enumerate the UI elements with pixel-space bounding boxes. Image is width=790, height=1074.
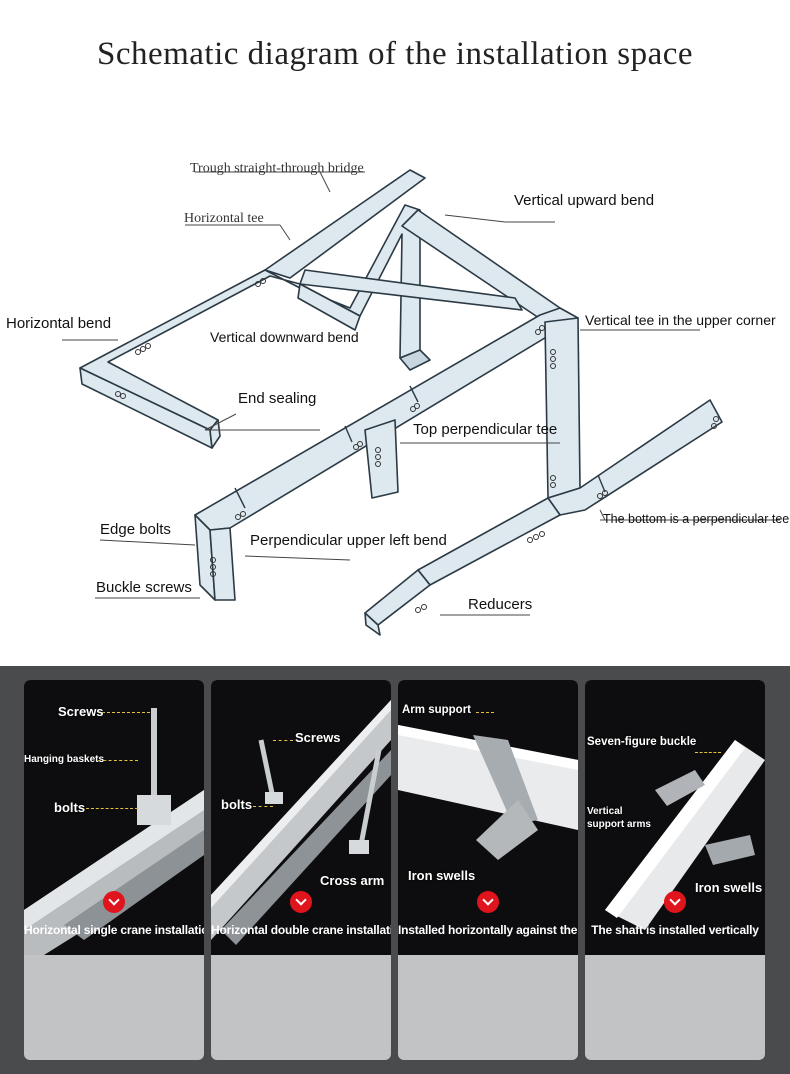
bolt-holes	[115, 278, 719, 613]
chevron-down-icon	[477, 891, 499, 913]
label-horizontal-tee: Horizontal tee	[184, 211, 264, 226]
label-reducers: Reducers	[468, 596, 532, 613]
ann-seven-figure-buckle: Seven-figure buckle	[587, 736, 697, 748]
chevron-down-icon	[103, 891, 125, 913]
panel-caption: The shaft is installed vertically	[591, 923, 759, 937]
panel-caption: Horizontal double crane installation	[211, 923, 391, 937]
panel-shaft-vertical: Seven-figure buckle Vertical support arm…	[585, 680, 765, 1060]
chevron-down-icon	[290, 891, 312, 913]
photo-single-crane: Screws Hanging baskets bolts Horizontal …	[24, 680, 204, 955]
ann-bolts: bolts	[54, 800, 86, 815]
label-perpendicular-upper-left-bend: Perpendicular upper left bend	[250, 532, 447, 549]
upper-tray-assembly	[79, 169, 561, 449]
ann-bolts: bolts	[221, 797, 253, 812]
label-trough-bridge: Trough straight-through bridge	[190, 161, 364, 176]
photo-against-wall: Arm support Iron swells Installed horizo…	[398, 680, 578, 955]
ann-screws: Screws	[295, 730, 341, 745]
chevron-down-icon	[664, 891, 686, 913]
installation-diagram: Trough straight-through bridge Horizonta…	[6, 161, 789, 636]
label-edge-bolts: Edge bolts	[100, 521, 171, 538]
leader-lines	[62, 171, 780, 616]
panel-against-wall: Arm support Iron swells Installed horizo…	[398, 680, 578, 1060]
ann-iron-swells: Iron swells	[695, 880, 763, 895]
lower-tray-assembly	[194, 307, 723, 636]
label-end-sealing: End sealing	[238, 390, 316, 407]
panel-double-crane: Screws bolts Cross arm Horizontal double…	[211, 680, 391, 1060]
panel-single-crane: Screws Hanging baskets bolts Horizontal …	[24, 680, 204, 1060]
ann-screws: Screws	[58, 704, 104, 719]
label-bottom-perpendicular-tee: The bottom is a perpendicular tee	[603, 512, 789, 526]
page-title: Schematic diagram of the installation sp…	[96, 36, 694, 72]
label-vertical-upward-bend: Vertical upward bend	[514, 192, 654, 209]
label-vertical-tee-upper: Vertical tee in the upper corner	[585, 312, 776, 328]
photo-double-crane: Screws bolts Cross arm Horizontal double…	[211, 680, 391, 955]
ann-arm-support: Arm support	[402, 704, 471, 716]
photo-shaft-vertical: Seven-figure buckle Vertical support arm…	[585, 680, 765, 955]
label-vertical-downward-bend: Vertical downward bend	[210, 329, 359, 345]
ann-cross-arm: Cross arm	[320, 873, 385, 888]
label-top-perpendicular-tee: Top perpendicular tee	[413, 421, 557, 438]
panel-caption: Horizontal single crane installation	[24, 923, 204, 937]
label-horizontal-bend: Horizontal bend	[6, 315, 111, 332]
panel-caption: Installed horizontally against the wall	[398, 923, 578, 937]
ann-hanging-baskets: Hanging baskets	[24, 754, 105, 765]
label-buckle-screws: Buckle screws	[96, 579, 192, 596]
ann-vertical-support-arms: Vertical support arms	[587, 806, 651, 830]
ann-iron-swells: Iron swells	[408, 868, 476, 883]
